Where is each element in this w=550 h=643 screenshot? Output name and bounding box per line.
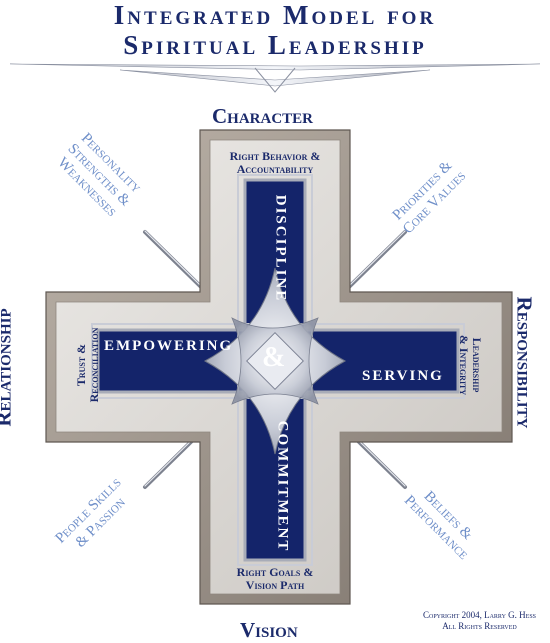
label-right-goals-vision-path: Right Goals & Vision Path (236, 565, 314, 592)
band-commitment: COMMITMENT (274, 420, 291, 553)
heading-responsibility: Responsibility (512, 296, 537, 429)
label-trust-reconciliation: Trust & Reconciliation (74, 327, 101, 403)
band-discipline: DISCIPLINE (272, 194, 289, 303)
heading-relationship: Relationship (0, 308, 16, 427)
heading-vision: Vision (240, 618, 298, 642)
title-divider (9, 63, 541, 93)
title-line-1: Integrated Model for (113, 0, 437, 30)
title-line-2: Spiritual Leadership (123, 30, 427, 60)
center-ampersand: & (262, 342, 286, 373)
label-leadership-integrity: Leadership & Integrity (457, 334, 484, 396)
center-star (203, 267, 347, 455)
copyright: Copyright 2004, Larry G. Hess All Rights… (422, 610, 536, 631)
label-right-behavior-accountability: Right Behavior & Accountability (229, 149, 321, 176)
heading-character: Character (212, 104, 314, 128)
band-empowering: EMPOWERING (104, 338, 234, 354)
band-serving: SERVING (362, 368, 444, 384)
